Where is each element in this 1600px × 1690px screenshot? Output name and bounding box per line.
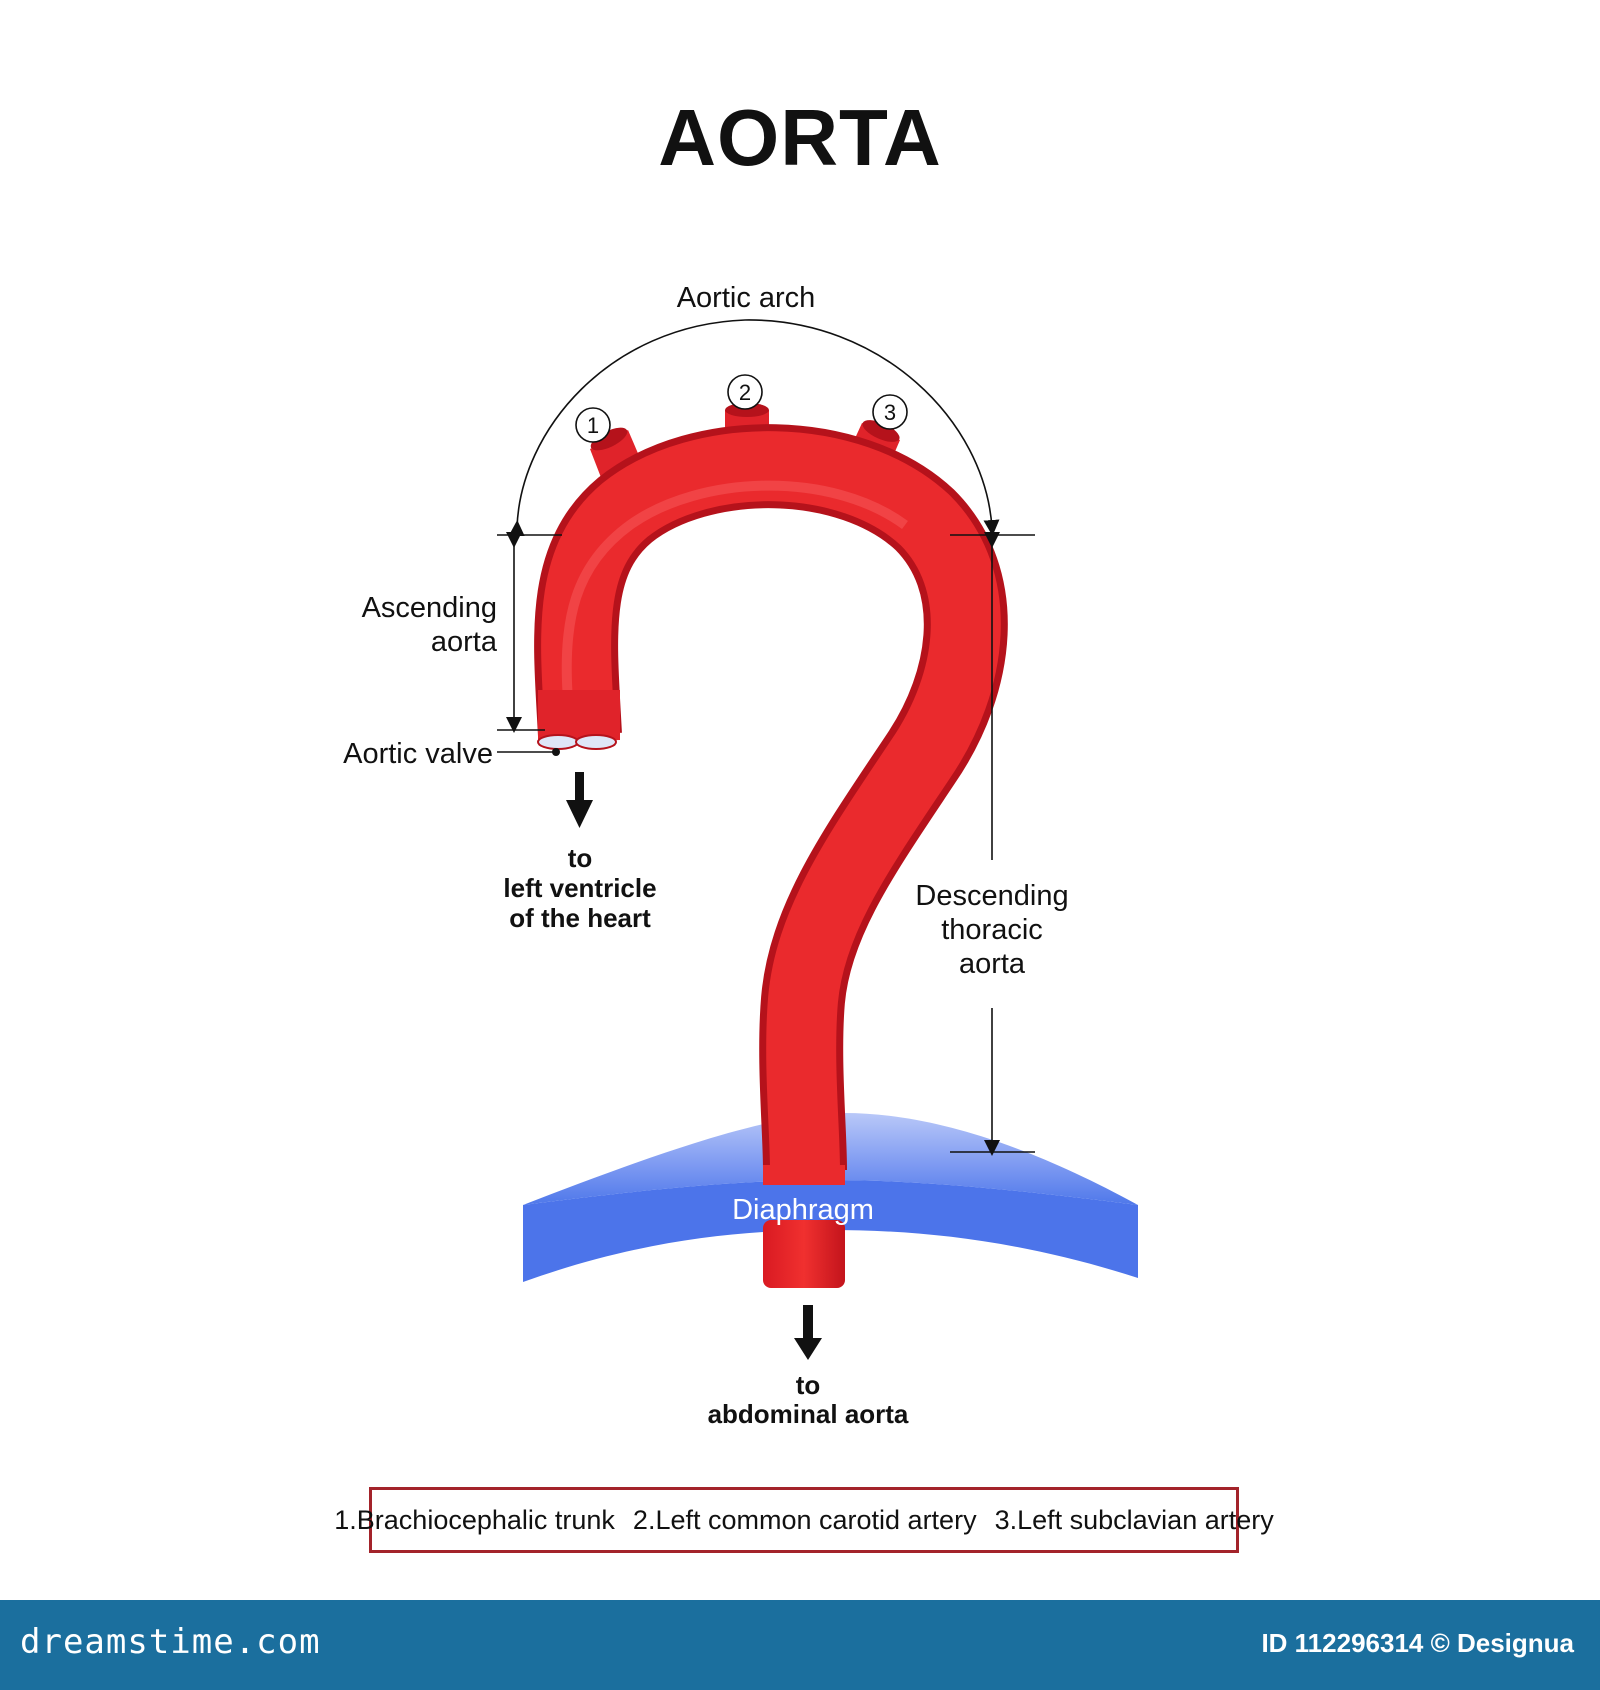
svg-text:2: 2 — [739, 380, 751, 405]
brachiocephalic-trunk-opening — [590, 427, 628, 451]
diaphragm-front — [523, 1180, 1138, 1282]
aortic-valve-cusp-right — [575, 734, 617, 750]
footer-brand[interactable]: dreamstime.com — [20, 1622, 321, 1662]
aortic-valve-pointer — [497, 748, 560, 756]
ascending-aorta-bracket — [497, 532, 562, 733]
aorta-through-diaphragm — [763, 1165, 845, 1185]
branch-marker-2: 2 — [727, 374, 763, 410]
legend-item-2: 2.Left common carotid artery — [632, 1504, 977, 1535]
aortic-valve-cusp-left — [537, 734, 579, 750]
aorta — [534, 424, 1008, 1171]
label-aortic-arch: Aortic arch — [677, 282, 816, 314]
arrow-down-left-ventricle — [566, 772, 593, 828]
label-to-left-ventricle-line-2: left ventricle — [503, 873, 656, 903]
descending-aorta-bracket — [950, 532, 1035, 1156]
label-to-abdominal-aorta-line-1: to — [796, 1370, 821, 1400]
aortic-root — [538, 690, 620, 742]
svg-text:3: 3 — [884, 400, 896, 425]
label-to-left-ventricle-line-3: of the heart — [509, 903, 651, 933]
aortic-arch-bracket — [508, 319, 1000, 537]
label-descending-aorta-line-3: aorta — [959, 948, 1026, 980]
branch-marker-3: 3 — [872, 394, 908, 430]
left-subclavian-opening — [862, 420, 900, 442]
label-descending-aorta-line-1: Descending — [915, 880, 1068, 912]
label-to-abdominal-aorta-line-2: abdominal aorta — [708, 1399, 909, 1429]
branch-marker-1: 1 — [575, 407, 611, 443]
label-aortic-valve: Aortic valve — [343, 738, 493, 770]
aorta-diagram: 1 2 3 Aortic arch Ascending aorta Aortic… — [343, 282, 1138, 1429]
svg-text:1: 1 — [587, 413, 599, 438]
label-descending-aorta-line-2: thoracic — [941, 914, 1043, 946]
abdominal-aorta-segment — [763, 1220, 845, 1288]
label-ascending-aorta-line-1: Ascending — [362, 592, 497, 624]
label-to-left-ventricle-line-1: to — [568, 843, 593, 873]
footer-credit: ID 112296314 © Designua — [1261, 1628, 1574, 1658]
footer-bar: dreamstime.com ID 112296314 © Designua — [0, 1600, 1600, 1690]
arrow-down-abdominal-aorta — [794, 1305, 822, 1360]
aorta-body — [541, 431, 1001, 1171]
page-title: AORTA — [658, 93, 942, 182]
legend-box: 1.Brachiocephalic trunk 2.Left common ca… — [334, 1487, 1274, 1553]
label-diaphragm: Diaphragm — [732, 1194, 874, 1226]
legend-item-1: 1.Brachiocephalic trunk — [334, 1504, 615, 1535]
legend-item-3: 3.Left subclavian artery — [994, 1504, 1274, 1535]
label-ascending-aorta-line-2: aorta — [431, 626, 498, 658]
